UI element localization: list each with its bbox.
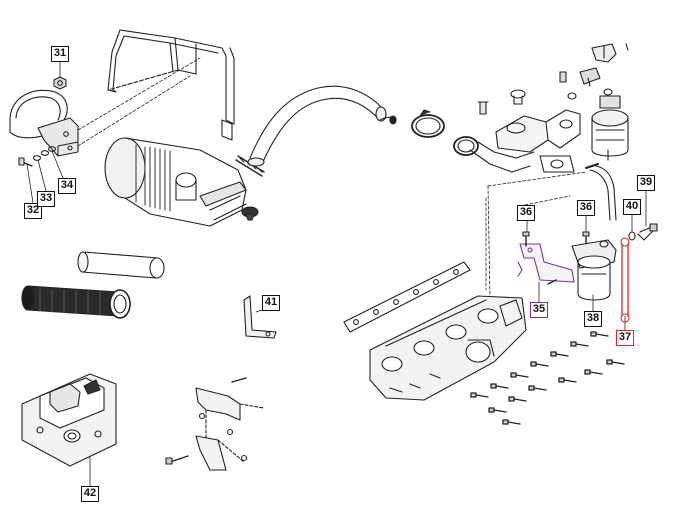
callout-39[interactable]: 39 <box>637 175 655 191</box>
nut-31 <box>53 76 67 90</box>
rod-37 <box>620 237 630 323</box>
intake-elbow-tube <box>469 109 581 173</box>
fuel-prefilter <box>591 88 629 161</box>
air-cleaner-housing <box>104 137 247 227</box>
callout-32[interactable]: 32 <box>24 203 42 219</box>
bracket-clip-top <box>591 43 629 63</box>
callout-41[interactable]: 41 <box>262 295 280 311</box>
straight-tube <box>77 251 165 279</box>
callout-37[interactable]: 37 <box>616 330 634 346</box>
callout-36-right[interactable]: 36 <box>577 200 595 216</box>
manifold-bolts <box>470 331 625 425</box>
clamp-band-assembly <box>9 89 79 157</box>
lower-bracket <box>165 377 265 471</box>
callout-36-left[interactable]: 36 <box>517 205 535 221</box>
callout-33[interactable]: 33 <box>37 191 55 207</box>
drain-valve <box>241 206 259 221</box>
callout-42[interactable]: 42 <box>81 486 99 502</box>
flange-gasket <box>539 155 575 173</box>
hose-clamp-lower <box>453 136 479 156</box>
hose-clamp-upper <box>411 109 445 138</box>
corrugated-hose <box>21 285 131 319</box>
sensor-fittings <box>477 67 601 115</box>
washer-40 <box>628 231 636 241</box>
leader-lines-right <box>485 171 647 331</box>
callout-35[interactable]: 35 <box>530 302 548 318</box>
screws-36 <box>522 231 590 285</box>
callout-34[interactable]: 34 <box>58 178 76 194</box>
callout-31[interactable]: 31 <box>51 46 69 62</box>
screw-39 <box>637 223 658 241</box>
intake-manifold <box>369 295 527 401</box>
fuel-line <box>585 163 617 221</box>
tubular-frame <box>107 29 235 141</box>
callout-38[interactable]: 38 <box>584 311 602 327</box>
bracket-35 <box>517 243 575 283</box>
washers-32-34 <box>18 146 57 167</box>
intake-hose <box>247 85 397 167</box>
bracket-41 <box>243 295 277 339</box>
fuel-filter-38 <box>571 239 617 301</box>
engine-mount-42 <box>21 373 117 487</box>
callout-40[interactable]: 40 <box>623 199 641 215</box>
manifold-gasket <box>343 261 471 333</box>
